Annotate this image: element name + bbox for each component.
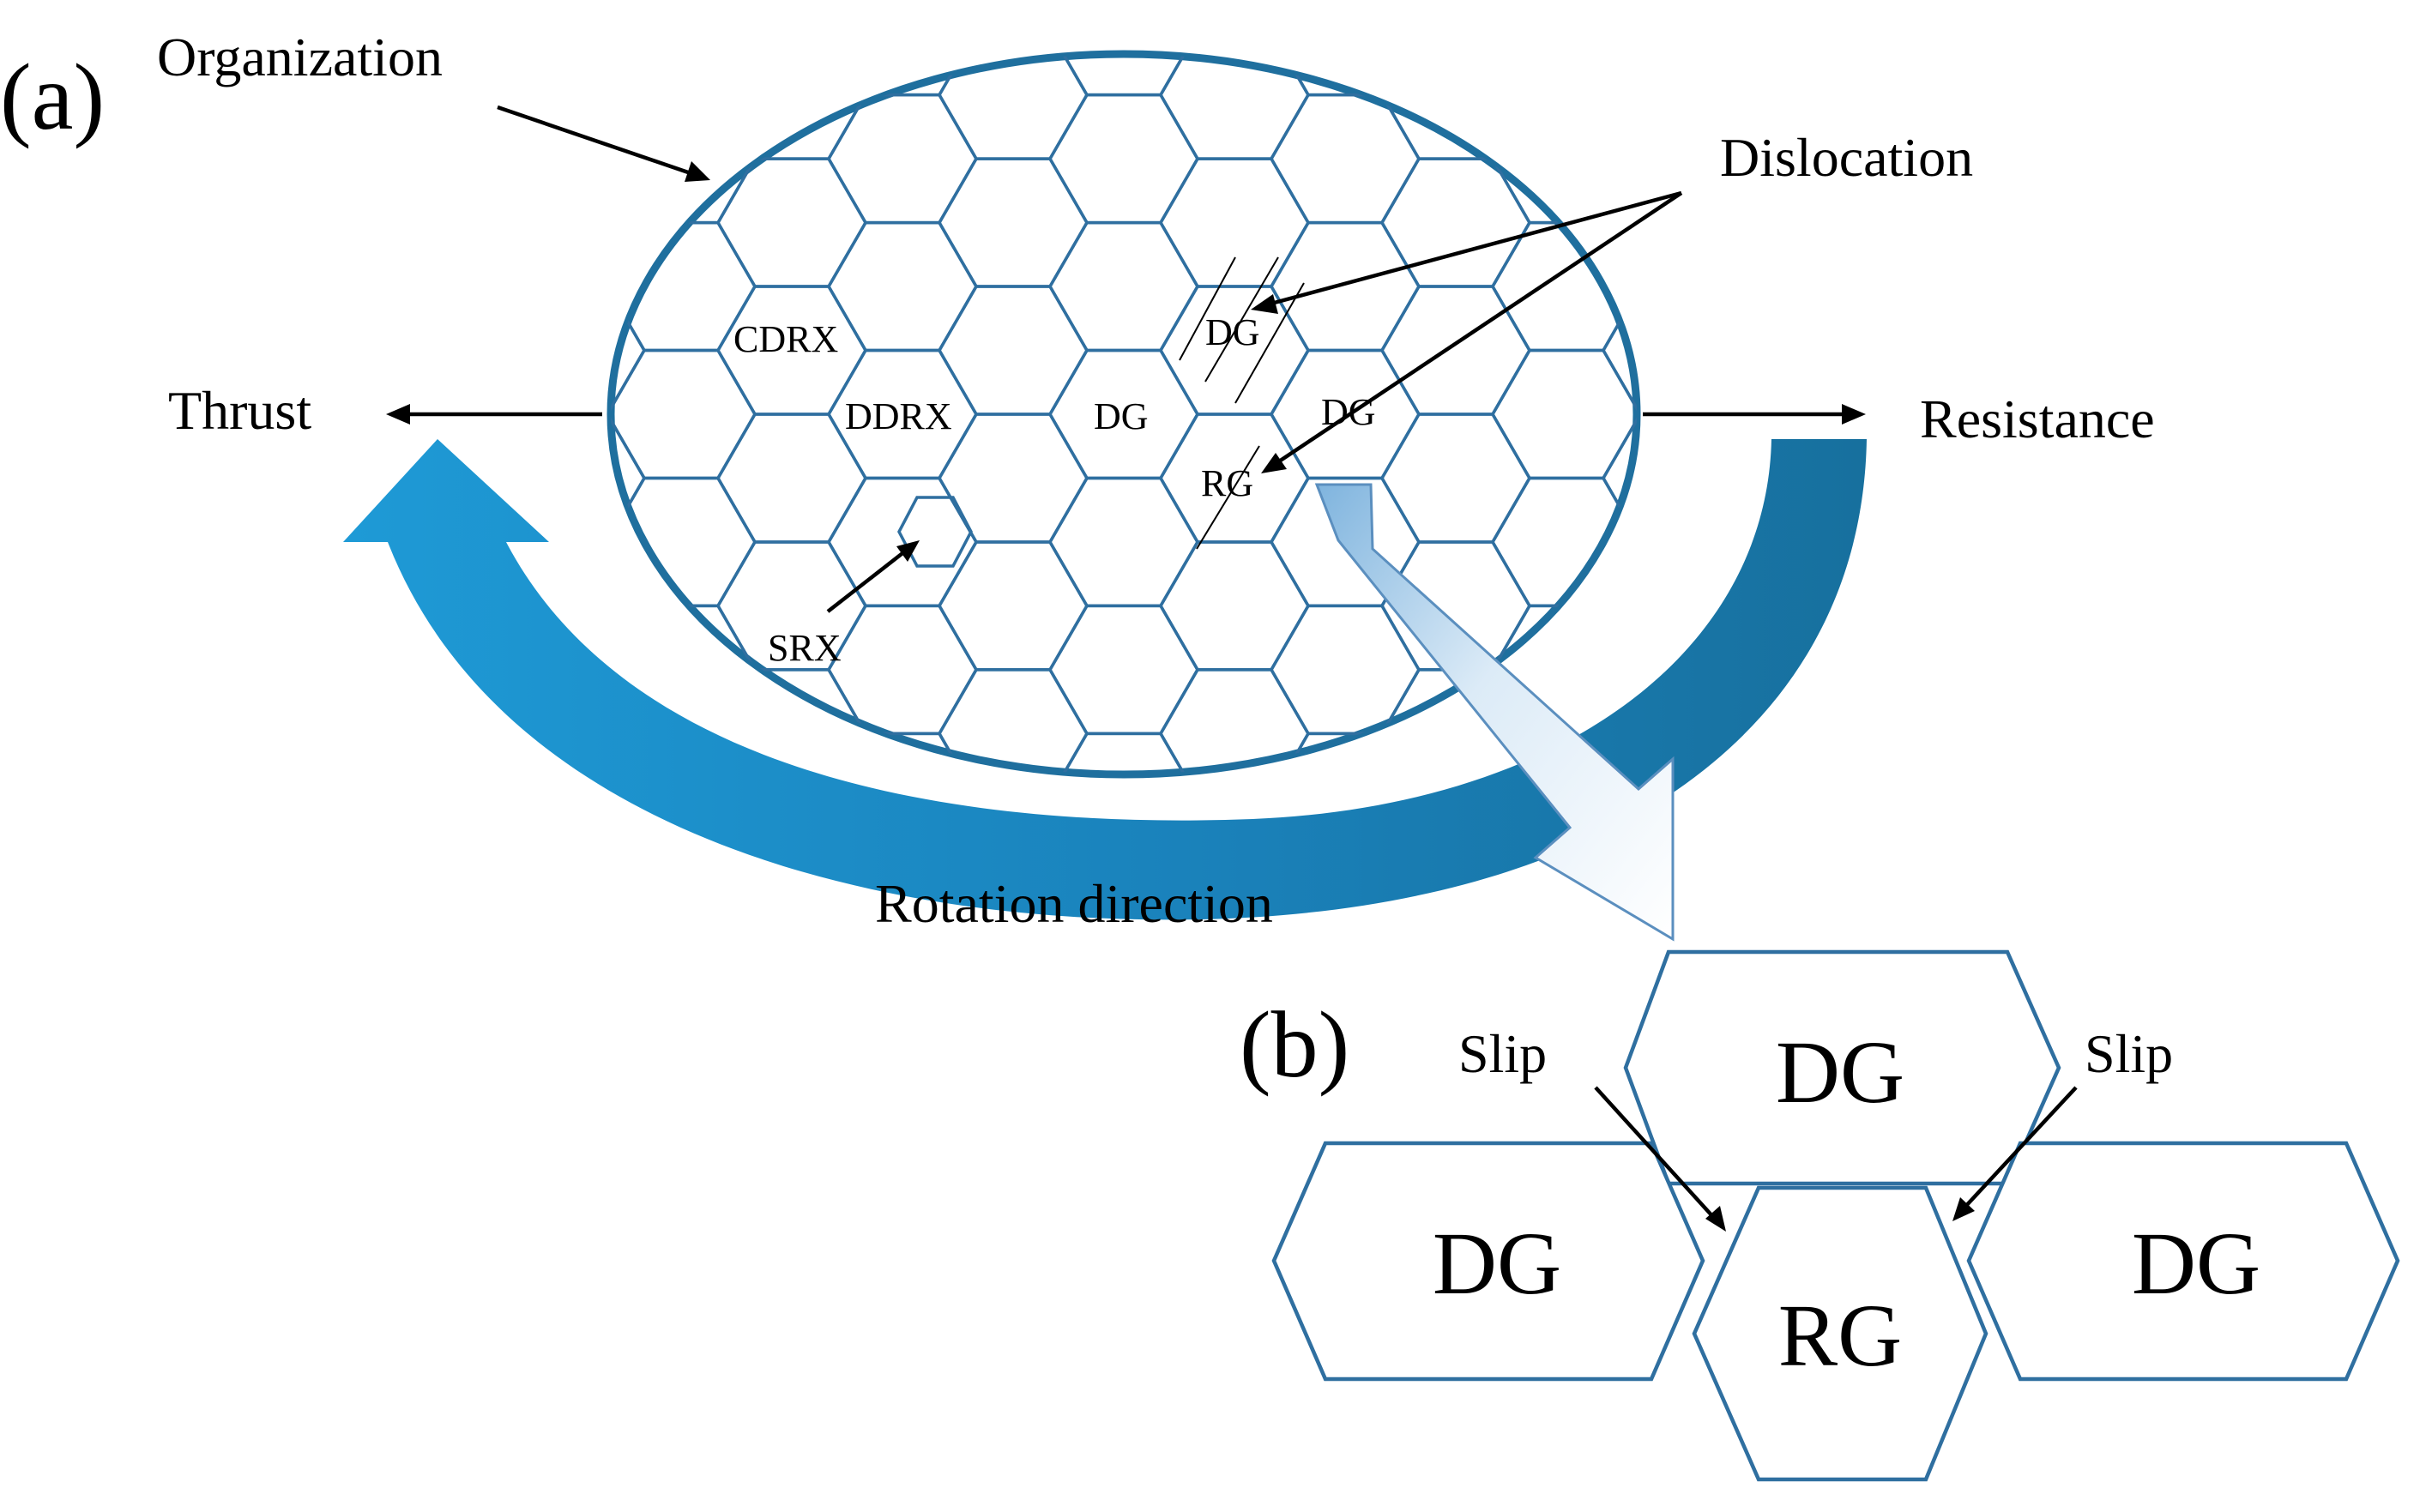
grain-hexagon <box>1603 0 1751 31</box>
thrust-arrow <box>386 404 602 425</box>
grain-label-srx: SRX <box>768 627 842 669</box>
grain-hexagon <box>275 1053 423 1181</box>
grain-hexagon <box>1601 285 1637 416</box>
organization-label: Organization <box>157 27 443 87</box>
grain-hexagon <box>386 989 534 1117</box>
rotation-direction-label: Rotation direction <box>875 873 1273 934</box>
panel-b-hex-dg-left <box>1271 1141 1705 1382</box>
dislocation-lines <box>1179 256 1305 550</box>
grain-label-cdrx: CDRX <box>733 318 838 360</box>
dislocation-label: Dislocation <box>1720 127 1973 188</box>
grain-hexagon <box>1825 0 1972 31</box>
grain-hexagon <box>1825 670 1972 798</box>
panel-b-label-rg: RG <box>1778 1286 1902 1385</box>
grain-hexagon <box>611 54 757 97</box>
grain-label-dg-top: DG <box>1205 311 1260 353</box>
slip-pointer-left <box>1594 1086 1726 1232</box>
grain-hexagon <box>497 0 644 31</box>
grain-hexagon <box>607 989 755 1117</box>
grain-hexagon <box>611 54 647 160</box>
grain-hexagon <box>939 925 1087 1053</box>
panel-b-label-dg-right: DG <box>2132 1214 2260 1313</box>
grain-hexagon <box>386 223 534 351</box>
grain-hexagon <box>718 0 866 31</box>
grain-hexagon <box>497 798 644 925</box>
grain-hexagon <box>1490 54 1637 97</box>
slip-label-left: Slip <box>1458 1023 1547 1084</box>
srx-pointer <box>826 540 920 613</box>
grain-hexagon <box>1382 0 1530 31</box>
grain-hexagon <box>1161 0 1308 31</box>
grain-hexagon <box>386 861 534 989</box>
rotation-arrow <box>343 439 1867 920</box>
panel-b-label-dg-top: DG <box>1776 1023 1904 1122</box>
grain-hexagon <box>1825 798 1972 925</box>
panel-a-marker: (a) <box>0 45 105 149</box>
grain-hexagon <box>497 1053 644 1181</box>
grain-hexagon <box>386 95 534 223</box>
panel-b: (b) Slip Slip DG DG DG RG <box>1240 949 2400 1482</box>
grain-label-rg: RG <box>1201 462 1253 504</box>
thrust-label: Thrust <box>168 380 311 441</box>
grain-hexagon <box>611 157 647 288</box>
organization-pointer <box>497 105 710 182</box>
grain-hexagon <box>1050 989 1198 1117</box>
grain-label-ddrx: DDRX <box>845 395 952 437</box>
panel-b-hex-dg-right <box>1966 1141 2400 1382</box>
grain-hexagon <box>829 989 976 1117</box>
grain-hexagon <box>275 925 423 1053</box>
slip-pointer-right <box>1952 1086 2078 1221</box>
grain-hexagon <box>1714 733 1862 861</box>
grain-label-dg-center: DG <box>1094 395 1149 437</box>
resistance-arrow <box>1643 404 1866 425</box>
resistance-label: Resistance <box>1920 389 2155 449</box>
grain-hexagon <box>939 1053 1087 1181</box>
dislocation-pointers <box>1251 190 1683 473</box>
panel-b-marker: (b) <box>1240 992 1349 1097</box>
grain-hexagon <box>275 670 423 798</box>
grain-label-dg-right: DG <box>1321 391 1376 433</box>
grain-hexagon <box>275 159 423 286</box>
panel-b-label-dg-left: DG <box>1433 1214 1561 1313</box>
grain-hexagon <box>497 925 644 1053</box>
grain-hexagon <box>718 925 866 1053</box>
grain-hexagon <box>275 798 423 925</box>
grain-hexagon <box>718 1053 866 1181</box>
grain-hexagon <box>1714 0 1862 95</box>
srx-small-grain-hexagon <box>897 496 973 568</box>
grain-hexagon <box>1714 223 1862 351</box>
grain-hexagon <box>607 861 755 989</box>
zoom-arrow <box>1314 483 1675 942</box>
slip-label-right: Slip <box>2085 1023 2173 1084</box>
panel-b-hex-rg <box>1692 1185 1988 1482</box>
grain-hexagon <box>939 0 1087 31</box>
grain-hexagon <box>1601 413 1637 544</box>
grain-hexagon <box>386 733 534 861</box>
